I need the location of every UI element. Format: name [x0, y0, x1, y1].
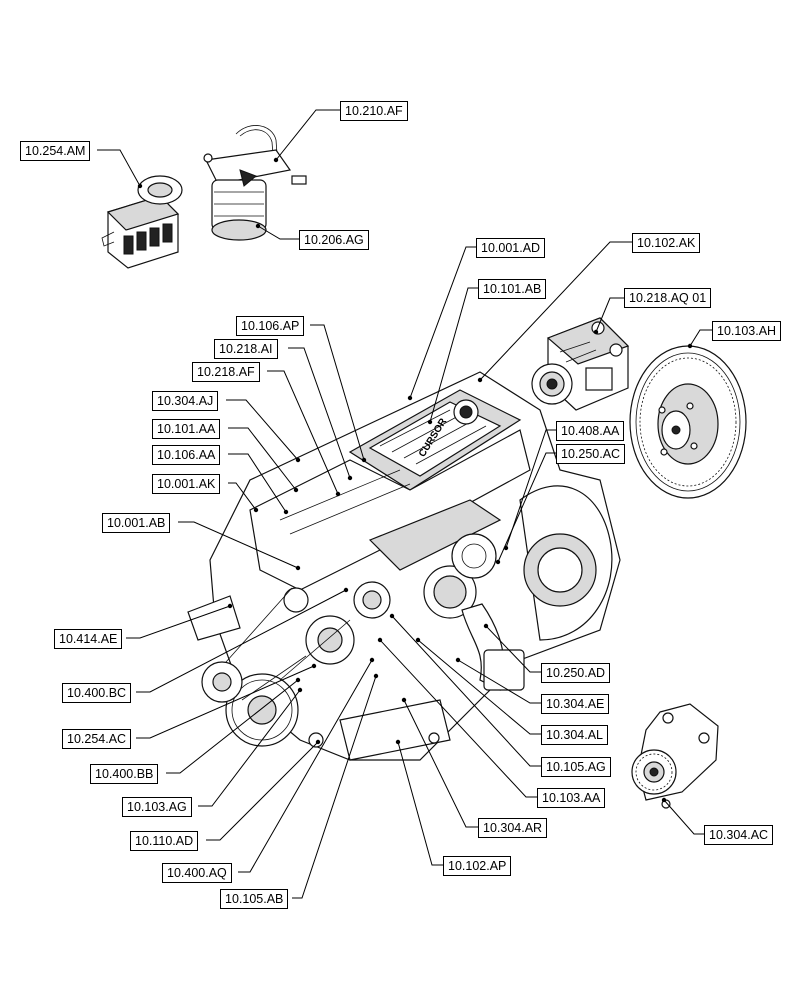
part-label-10-400-aq[interactable]: 10.400.AQ	[162, 863, 232, 883]
part-label-10-103-ah[interactable]: 10.103.AH	[712, 321, 782, 341]
oil-pump-part	[631, 703, 719, 809]
part-label-10-304-al[interactable]: 10.304.AL	[541, 725, 608, 745]
part-label-10-105-ab[interactable]: 10.105.AB	[220, 889, 289, 909]
part-label-10-103-ag[interactable]: 10.103.AG	[122, 797, 192, 817]
fuel-filter-part	[203, 125, 307, 241]
part-label-10-101-ab[interactable]: 10.101.AB	[478, 279, 547, 299]
part-label-10-304-ae[interactable]: 10.304.AE	[541, 694, 610, 714]
part-label-10-218-aq-01[interactable]: 10.218.AQ 01	[624, 288, 712, 308]
part-label-10-001-ak[interactable]: 10.001.AK	[152, 474, 221, 494]
part-label-10-304-ar[interactable]: 10.304.AR	[478, 818, 548, 838]
part-label-10-210-af[interactable]: 10.210.AF	[340, 101, 408, 121]
part-label-10-206-ag[interactable]: 10.206.AG	[299, 230, 369, 250]
part-label-10-101-aa[interactable]: 10.101.AA	[152, 419, 221, 439]
part-label-10-254-am[interactable]: 10.254.AM	[20, 141, 91, 161]
part-label-10-414-ae[interactable]: 10.414.AE	[54, 629, 123, 649]
part-label-10-254-ac[interactable]: 10.254.AC	[62, 729, 132, 749]
part-label-10-102-ak[interactable]: 10.102.AK	[632, 233, 701, 253]
part-label-10-106-ap[interactable]: 10.106.AP	[236, 316, 305, 336]
hp-pump-part	[531, 317, 630, 411]
part-label-10-001-ad[interactable]: 10.001.AD	[476, 238, 546, 258]
part-label-10-102-ap[interactable]: 10.102.AP	[443, 856, 512, 876]
part-label-10-218-af[interactable]: 10.218.AF	[192, 362, 260, 382]
part-label-10-400-bb[interactable]: 10.400.BB	[90, 764, 159, 784]
relay-module-part	[101, 175, 183, 269]
leader-dots	[137, 157, 693, 803]
part-label-10-110-ad[interactable]: 10.110.AD	[130, 831, 199, 851]
part-label-10-304-ac[interactable]: 10.304.AC	[704, 825, 774, 845]
flywheel-part	[629, 345, 747, 499]
part-label-10-250-ad[interactable]: 10.250.AD	[541, 663, 611, 683]
part-label-10-400-bc[interactable]: 10.400.BC	[62, 683, 132, 703]
leader-lines	[97, 109, 712, 899]
part-label-10-105-ag[interactable]: 10.105.AG	[541, 757, 611, 777]
part-label-10-250-ac[interactable]: 10.250.AC	[556, 444, 626, 464]
part-label-10-304-aj[interactable]: 10.304.AJ	[152, 391, 219, 411]
part-label-10-408-aa[interactable]: 10.408.AA	[556, 421, 625, 441]
part-label-10-001-ab[interactable]: 10.001.AB	[102, 513, 171, 533]
part-label-10-103-aa[interactable]: 10.103.AA	[537, 788, 606, 808]
part-label-10-106-aa[interactable]: 10.106.AA	[152, 445, 221, 465]
engine-assembly	[187, 371, 621, 761]
part-label-10-218-ai[interactable]: 10.218.AI	[214, 339, 278, 359]
